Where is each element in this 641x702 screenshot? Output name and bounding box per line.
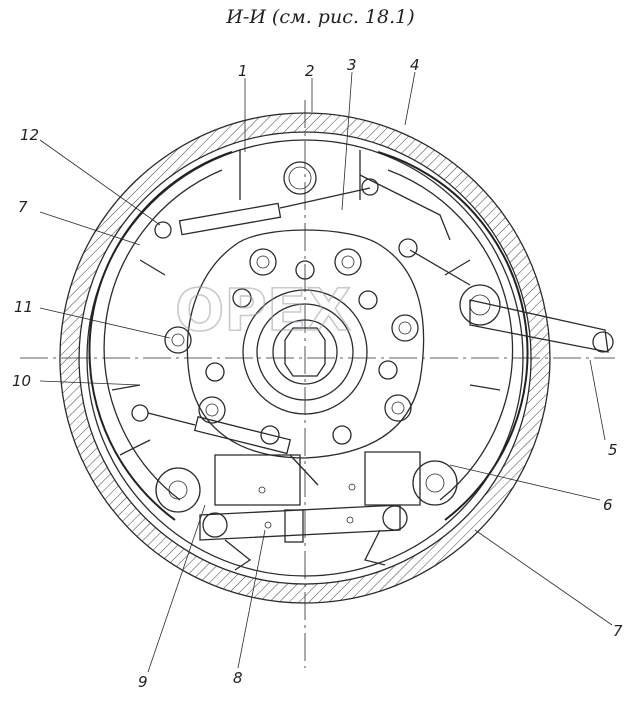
shoe-ends <box>224 529 386 571</box>
lower-spring <box>131 404 319 486</box>
watermark-text: OPEX <box>175 276 351 344</box>
callout-7-right: 7 <box>613 622 623 640</box>
callout-10: 10 <box>12 372 31 390</box>
hub-flange <box>186 229 425 459</box>
callout-6: 6 <box>603 496 613 514</box>
callout-1: 1 <box>238 62 248 80</box>
brake-shoe-right <box>377 151 529 521</box>
callout-7-left: 7 <box>18 198 28 216</box>
callout-5: 5 <box>608 441 618 459</box>
callouts: 1 2 3 4 5 6 7 7 8 9 10 11 12 <box>12 56 623 691</box>
callout-12: 12 <box>20 126 39 144</box>
callout-11: 11 <box>14 298 33 316</box>
adjuster-lever <box>398 238 614 353</box>
upper-spring <box>154 174 451 241</box>
drawing-title: И-И (см. рис. 18.1) <box>226 6 415 28</box>
brake-drum <box>59 112 551 604</box>
callout-4: 4 <box>410 56 420 74</box>
bottom-anchor <box>155 451 458 543</box>
center-lines <box>20 100 615 668</box>
inspection-hole <box>239 150 361 200</box>
callout-3: 3 <box>347 56 357 74</box>
callout-8: 8 <box>233 669 243 687</box>
callout-2: 2 <box>305 62 315 80</box>
wheel-studs <box>164 248 419 445</box>
leader-lines <box>39 71 613 673</box>
callout-9: 9 <box>138 673 148 691</box>
